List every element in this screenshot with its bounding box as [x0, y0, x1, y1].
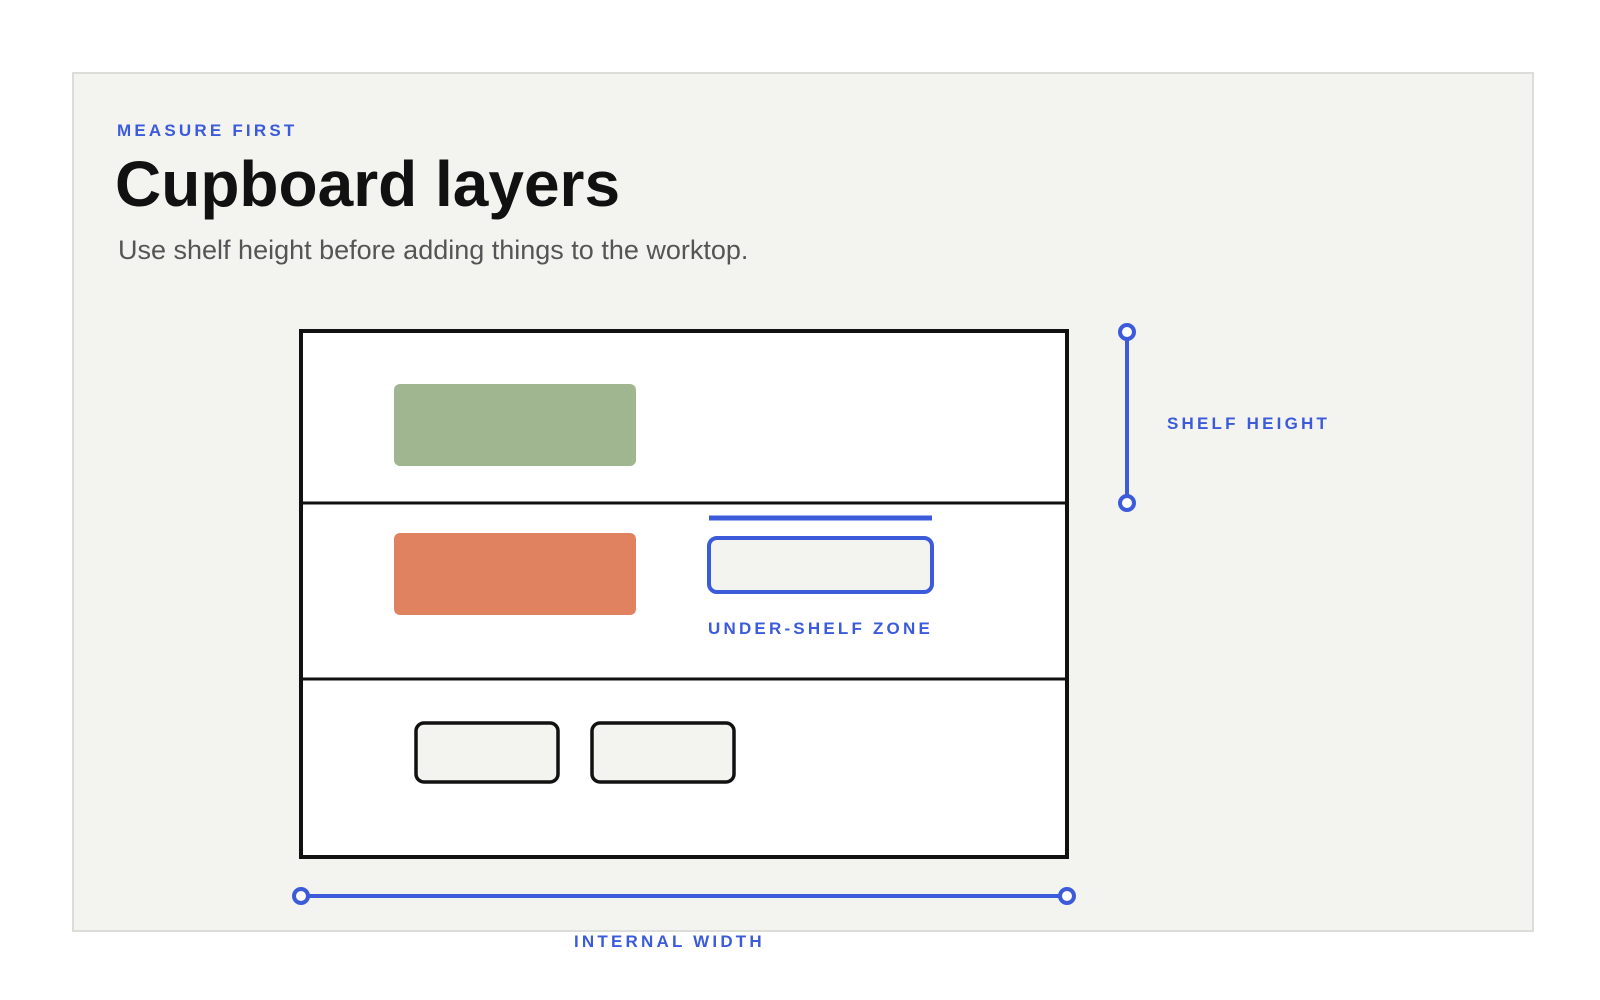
eyebrow-label: MEASURE FIRST: [117, 121, 298, 140]
internal-width-label: INTERNAL WIDTH: [574, 932, 765, 951]
page-subtitle: Use shelf height before adding things to…: [118, 235, 749, 265]
page-title: Cupboard layers: [115, 148, 621, 220]
